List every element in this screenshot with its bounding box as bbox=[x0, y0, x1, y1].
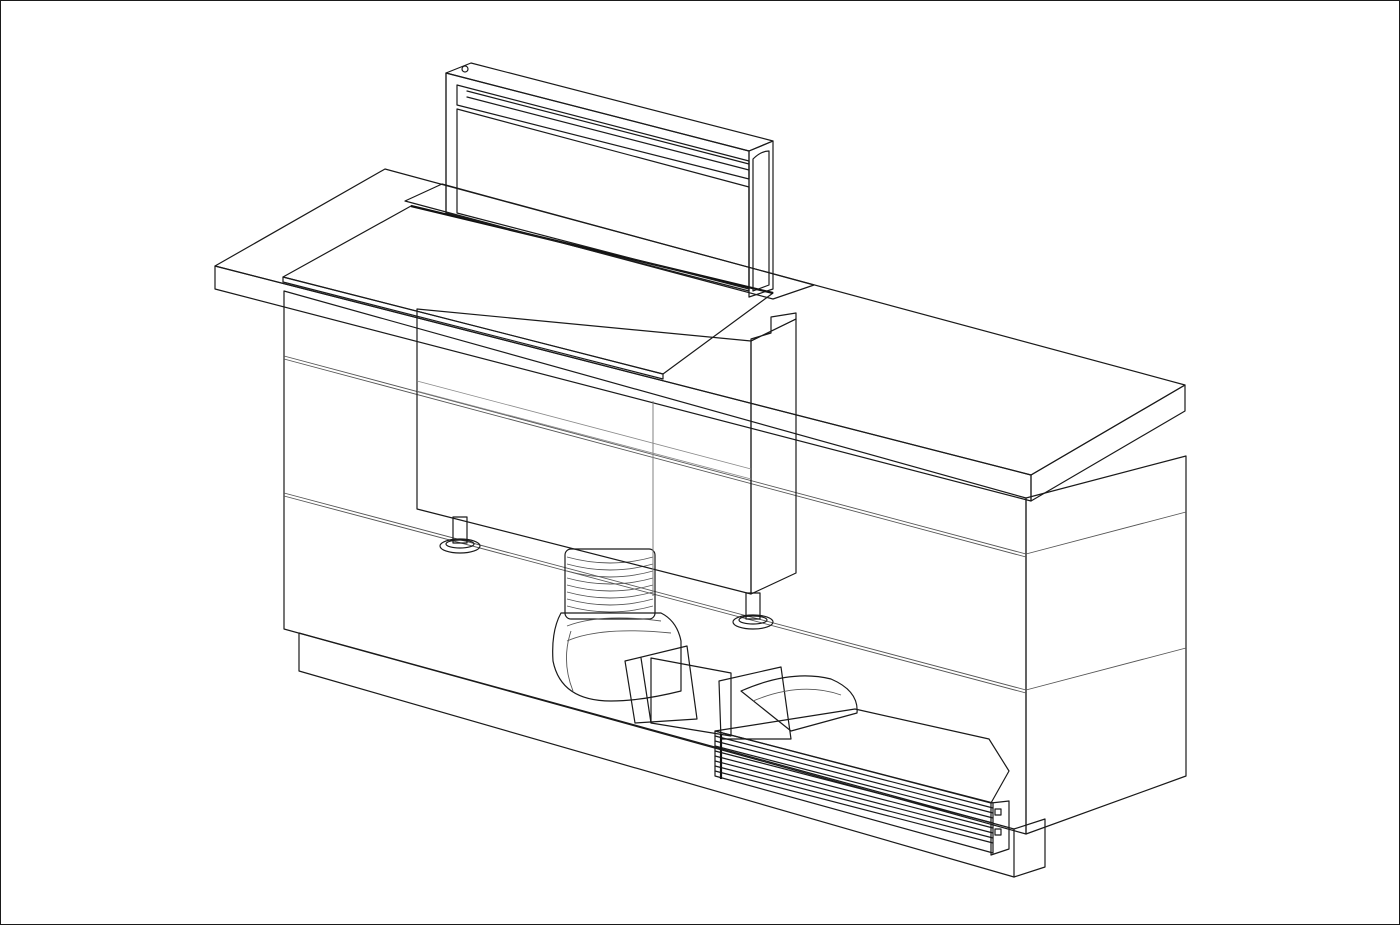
duct-elbow bbox=[552, 612, 682, 702]
hob-glass-panel bbox=[282, 204, 774, 380]
motor-housing-front bbox=[416, 308, 752, 595]
worktop-side-edge bbox=[1030, 384, 1186, 502]
plinth-filter-unit bbox=[714, 708, 1010, 856]
worktop bbox=[214, 168, 1186, 502]
adjustable-foot-left bbox=[439, 516, 481, 554]
flexible-duct-connector bbox=[564, 548, 656, 620]
worktop-top-surface bbox=[214, 168, 1186, 476]
plinth-unit-end-bracket bbox=[990, 800, 1010, 856]
downdraft-extractor bbox=[404, 62, 815, 300]
adjustable-foot-right bbox=[732, 592, 774, 630]
duct-coupling-1 bbox=[624, 645, 698, 724]
extractor-top-cap bbox=[445, 62, 774, 152]
straight-flat-duct bbox=[650, 657, 732, 737]
duct-transition-piece bbox=[740, 675, 858, 732]
extractor-end-frame bbox=[748, 140, 774, 298]
extractor-trim-strip bbox=[404, 183, 815, 300]
kitchen-island bbox=[283, 290, 1187, 878]
extractor-glass-front bbox=[456, 108, 750, 290]
extractor-panel-front bbox=[445, 72, 750, 292]
duct-coupling-2 bbox=[718, 666, 792, 740]
motor-housing bbox=[416, 308, 797, 630]
island-cabinet-side bbox=[1025, 455, 1187, 835]
island-plinth bbox=[298, 632, 1046, 878]
motor-housing-side bbox=[750, 318, 797, 595]
duct-system bbox=[552, 548, 858, 740]
extractor-indicator-dot bbox=[461, 65, 469, 73]
